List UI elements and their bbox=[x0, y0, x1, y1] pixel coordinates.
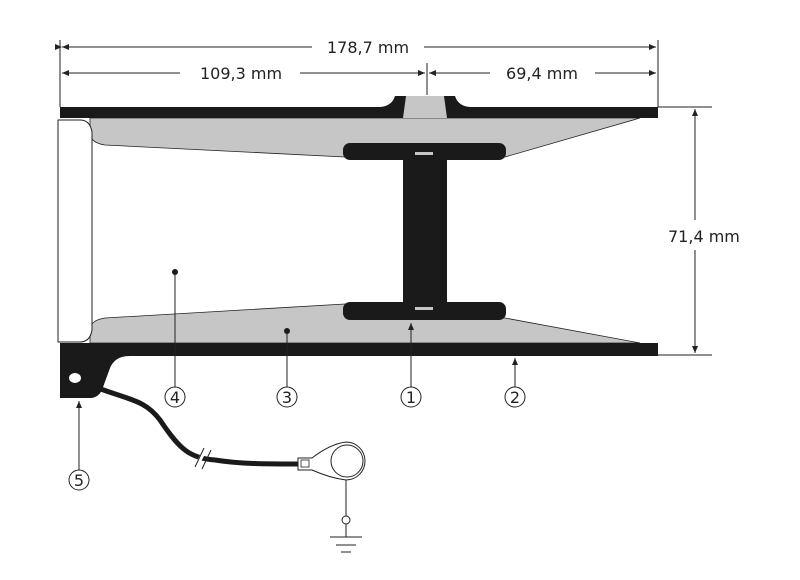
shell-bottom bbox=[60, 343, 658, 356]
central-profile bbox=[343, 143, 506, 320]
callout-1: 1 bbox=[400, 323, 422, 408]
svg-text:1: 1 bbox=[406, 388, 416, 407]
callout-2: 2 bbox=[504, 358, 526, 408]
hump-insert bbox=[403, 96, 447, 118]
right-length-label: 69,4 mm bbox=[506, 64, 578, 83]
dimension-left: 109,3 mm bbox=[62, 63, 428, 95]
height-label: 71,4 mm bbox=[668, 227, 740, 246]
ground-bracket bbox=[60, 343, 130, 398]
cable-break-icon bbox=[194, 447, 212, 470]
dimension-right: 69,4 mm bbox=[429, 64, 656, 83]
ground-symbol-icon bbox=[330, 480, 362, 553]
svg-text:3: 3 bbox=[282, 388, 292, 407]
svg-text:4: 4 bbox=[170, 388, 180, 407]
dimension-overall: 178,7 mm bbox=[55, 38, 659, 107]
ring-lug-icon bbox=[297, 441, 366, 481]
overall-length-label: 178,7 mm bbox=[327, 38, 409, 57]
ground-cable bbox=[97, 385, 299, 467]
end-cap bbox=[57, 119, 93, 343]
left-length-label: 109,3 mm bbox=[200, 64, 282, 83]
callout-3: 3 bbox=[276, 328, 298, 408]
dimension-height: 71,4 mm bbox=[658, 106, 740, 356]
bracket-hole bbox=[69, 373, 81, 383]
svg-text:5: 5 bbox=[74, 471, 84, 490]
svg-text:2: 2 bbox=[510, 388, 520, 407]
callout-4: 4 bbox=[164, 269, 186, 408]
shell-top bbox=[60, 107, 658, 118]
callout-5: 5 bbox=[68, 401, 90, 491]
